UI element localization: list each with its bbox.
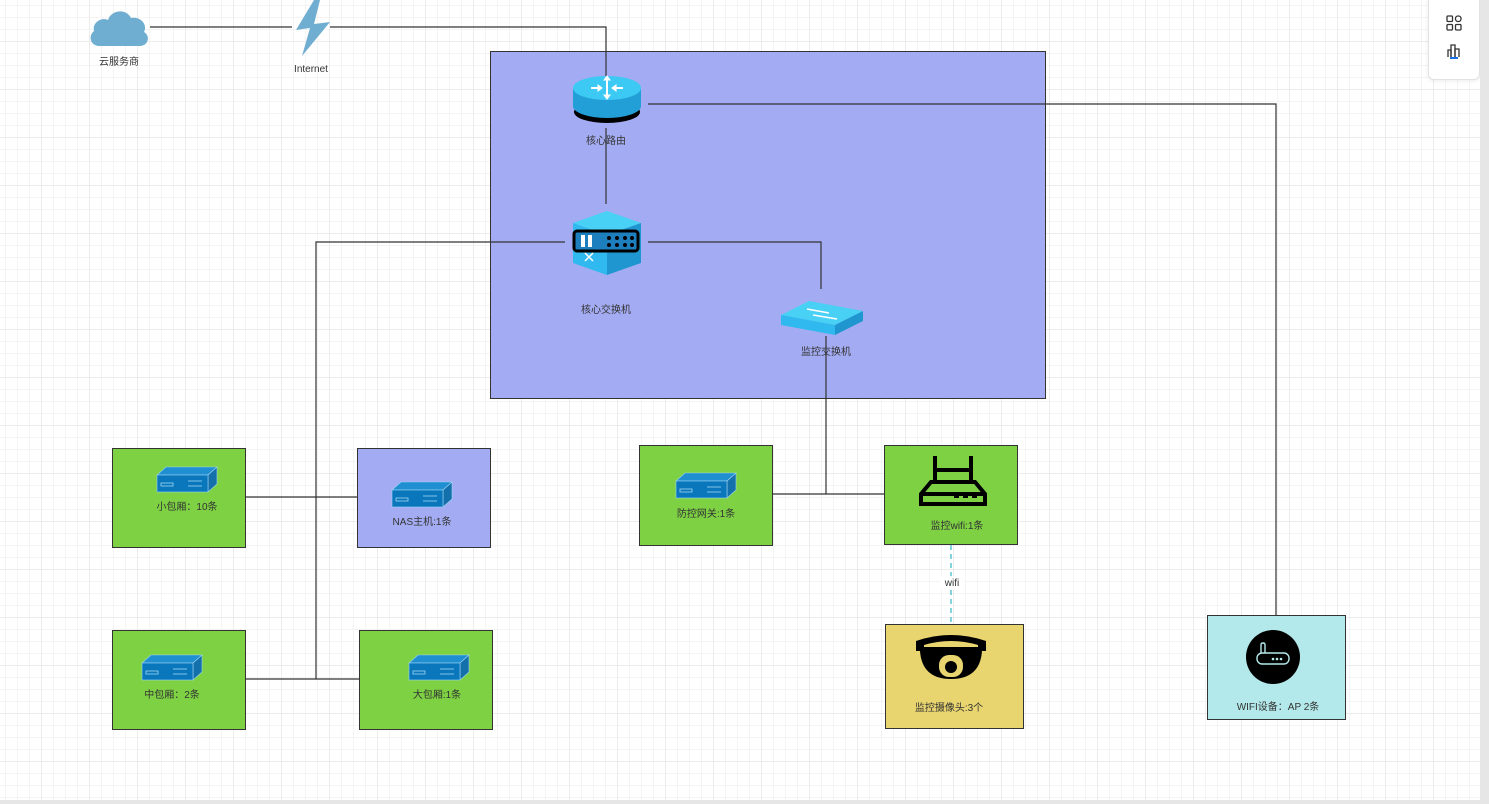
edge-core-switch-monitor-switch bbox=[648, 241, 822, 289]
switch-icon[interactable] bbox=[779, 297, 865, 337]
edge-router-wifi-ap bbox=[648, 103, 1277, 616]
large-room-label: 大包厢:1条 bbox=[412, 690, 462, 701]
core-switch-label: 核心交换机 bbox=[581, 305, 631, 316]
horizontal-scrollbar[interactable] bbox=[0, 800, 1480, 804]
floating-toolbar bbox=[1428, 0, 1480, 80]
lightning-icon[interactable] bbox=[292, 0, 332, 58]
cloud-icon[interactable] bbox=[88, 6, 152, 48]
core-router-label: 核心路由 bbox=[586, 136, 626, 147]
grid-icon bbox=[1446, 15, 1462, 31]
core-switch-icon[interactable] bbox=[571, 209, 643, 277]
vertical-scrollbar[interactable] bbox=[1480, 0, 1489, 804]
cloud-label: 云服务商 bbox=[99, 57, 139, 68]
server-icon bbox=[156, 466, 218, 493]
wifi-edge-label: wifi bbox=[944, 578, 960, 589]
mid-room-label: 中包厢：2条 bbox=[144, 690, 200, 701]
camera-label: 监控摄像头:3个 bbox=[914, 703, 984, 714]
grid-view-button[interactable] bbox=[1443, 12, 1465, 34]
firewall-gateway-label: 防控网关:1条 bbox=[676, 509, 736, 520]
small-room-label: 小包厢：10条 bbox=[156, 502, 218, 513]
wifi-ap-label: WIFI设备：AP 2条 bbox=[1236, 702, 1320, 713]
server-icon bbox=[408, 654, 470, 681]
wifi-router-icon bbox=[919, 456, 987, 506]
monitor-switch-label: 监控交换机 bbox=[801, 347, 851, 358]
dome-camera-icon bbox=[916, 635, 986, 679]
chart-view-button[interactable] bbox=[1443, 40, 1465, 62]
nas-label: NAS主机:1条 bbox=[392, 517, 452, 528]
access-point-icon bbox=[1246, 630, 1300, 684]
router-icon[interactable] bbox=[571, 74, 643, 128]
node-small-room[interactable] bbox=[112, 448, 246, 548]
server-icon bbox=[141, 654, 203, 681]
internet-label: Internet bbox=[294, 64, 328, 75]
chart-icon bbox=[1447, 44, 1460, 59]
server-icon bbox=[675, 472, 737, 499]
server-icon bbox=[391, 481, 453, 508]
monitor-wifi-label: 监控wifi:1条 bbox=[930, 521, 984, 532]
edge-core-switch-left-trunk bbox=[315, 241, 565, 679]
edge-internet-router bbox=[330, 26, 607, 76]
